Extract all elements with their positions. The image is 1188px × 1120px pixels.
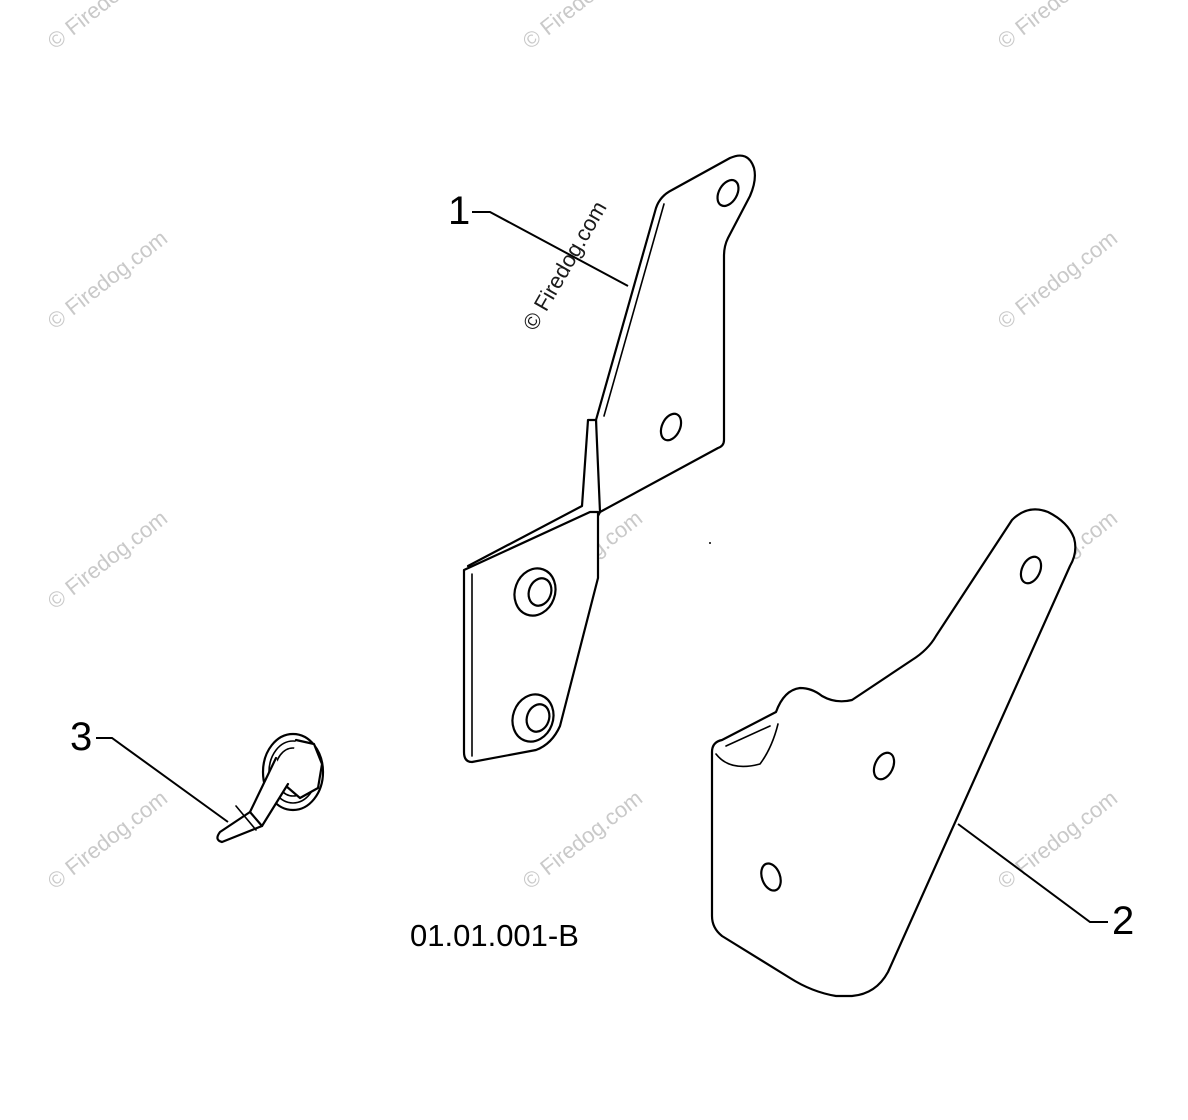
watermark: © Firedog.com	[43, 0, 172, 54]
callout-number: 1	[448, 189, 470, 233]
callout-number: 3	[70, 715, 92, 759]
bracket-1-upper-plate	[594, 154, 756, 514]
callout-1: 1	[448, 189, 629, 287]
callout-2: 2	[957, 823, 1134, 943]
stray-mark	[709, 542, 711, 544]
bracket-1-hole	[716, 178, 740, 208]
callout-number: 2	[1112, 899, 1134, 943]
watermark: © Firedog.com	[993, 785, 1122, 894]
watermark: © Firedog.com	[43, 225, 172, 334]
watermark: © Firedog.com	[518, 0, 647, 54]
bracket-2-plate	[710, 508, 1077, 998]
bracket-1-lower-plate	[462, 510, 600, 764]
bracket-1-edge	[603, 203, 665, 417]
bolt-part-3	[216, 732, 325, 844]
watermark: © Firedog.com	[43, 505, 172, 614]
bolt-3-tip	[216, 810, 264, 844]
bracket-2-hole	[760, 862, 782, 892]
watermark: © Firedog.com	[518, 785, 647, 894]
bracket-2-hole	[1019, 555, 1043, 585]
watermark: © Firedog.com	[43, 785, 172, 894]
bracket-part-2	[710, 508, 1077, 998]
bracket-1-hole	[659, 412, 683, 442]
callout-3: 3	[70, 715, 229, 823]
leader-line	[472, 211, 629, 287]
watermark: © Firedog.com	[993, 225, 1122, 334]
reference-code: 01.01.001-B	[410, 918, 579, 953]
bracket-1-pem-hole	[525, 703, 551, 733]
leader-line	[96, 737, 229, 823]
leader-line	[957, 823, 1108, 923]
bracket-2-flange-edge	[725, 725, 771, 747]
bracket-2-flange	[715, 723, 779, 768]
bracket-2-hole	[872, 751, 896, 781]
bracket-part-1	[462, 154, 756, 764]
bracket-1-pem-hole	[527, 577, 553, 607]
bolt-3-edge	[235, 805, 257, 831]
bolt-3-hex-head	[284, 738, 324, 800]
watermark: © Firedog.com	[993, 0, 1122, 54]
watermark: © Firedog.com	[518, 197, 612, 335]
